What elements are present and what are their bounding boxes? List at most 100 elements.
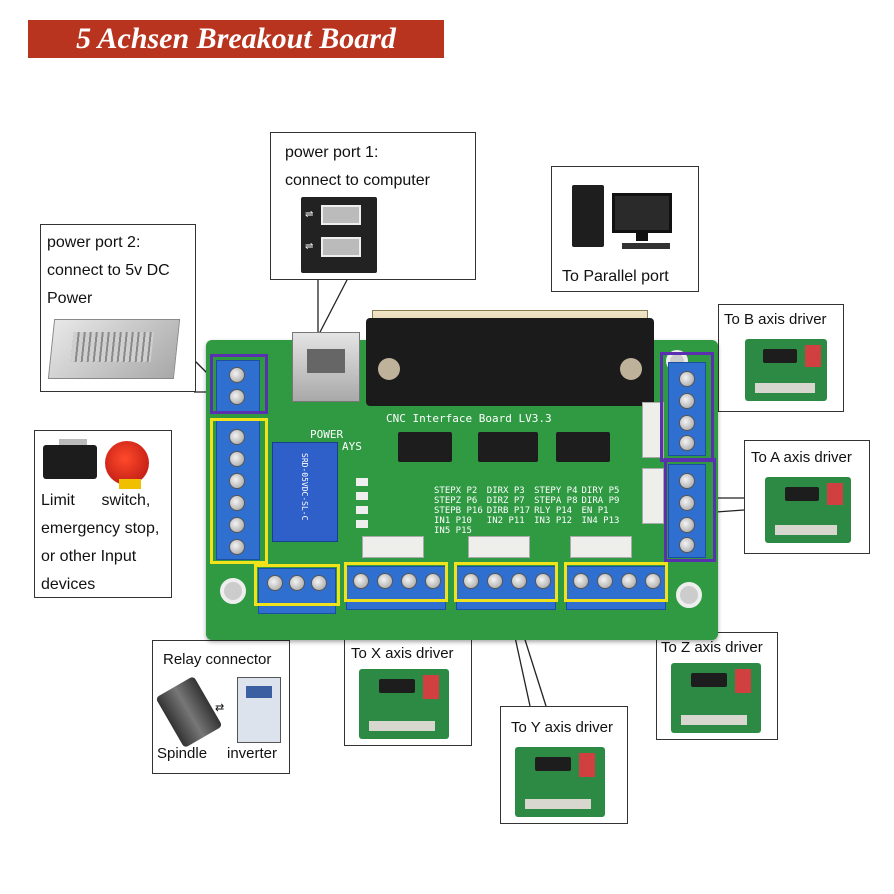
highlight-relay-terminal: [254, 564, 340, 606]
led-icon: [356, 478, 368, 486]
title-banner: 5 Achsen Breakout Board: [28, 20, 444, 58]
input-terminal-block: [216, 420, 260, 560]
usb-port-icon: [321, 237, 361, 257]
jst-connector: [642, 402, 664, 458]
spindle-label: Spindle: [157, 745, 208, 762]
jst-connector: [570, 536, 632, 558]
callout-power-port-2: power port 2: connect to 5v DC Power: [40, 224, 196, 392]
monitor-icon: [612, 193, 672, 233]
highlight-b-axis: [660, 352, 714, 462]
x-axis-label: To X axis driver: [351, 645, 454, 662]
relay: SRD-05VDC-SL-C: [272, 442, 338, 542]
callout-relay: Relay connector ⇄ Spindle inverter: [152, 640, 290, 774]
pin-label: STEPA P8: [534, 496, 578, 506]
page-title: 5 Achsen Breakout Board: [76, 22, 396, 55]
power-supply-image: [47, 319, 181, 379]
y-axis-label: To Y axis driver: [511, 719, 613, 736]
board-label: CNC Interface Board LV3.3: [386, 412, 552, 425]
usb-symbol-icon: ⇌: [305, 241, 314, 252]
power-port-2-line1: power port 2:: [47, 234, 141, 251]
pin-label: DIRY P5: [581, 486, 620, 496]
ic-chip: [398, 432, 452, 462]
a-axis-terminal-block: [668, 464, 706, 558]
power-port-2-line2: connect to 5v DC: [47, 262, 170, 279]
keyboard-icon: [622, 243, 670, 249]
x-axis-terminal-block: [346, 566, 446, 610]
pin-label: DIRZ P7: [486, 496, 525, 506]
callout-y-axis: To Y axis driver: [500, 706, 628, 824]
ic-chip: [478, 432, 538, 462]
callout-b-axis: To B axis driver: [718, 304, 844, 412]
pin-label: IN4 P13: [581, 516, 620, 526]
breakout-board: CNC Interface Board LV3.3 SRD-05VDC-SL-C…: [206, 310, 718, 640]
parallel-port-label: To Parallel port: [562, 268, 669, 285]
pin-label: EN P1: [581, 506, 609, 516]
jst-connector: [642, 468, 664, 524]
driver-board-image: [765, 477, 851, 543]
limit-switch-line4: devices: [41, 576, 96, 593]
led-icon: [356, 492, 368, 500]
ic-chip: [556, 432, 610, 462]
callout-z-axis: To Z axis driver: [656, 632, 778, 740]
pin-label: STEPZ P6: [434, 496, 478, 506]
highlight-z-axis: [564, 562, 668, 602]
mounting-hole: [676, 582, 702, 608]
power-label: POWER: [310, 428, 344, 441]
led-icon: [356, 506, 368, 514]
driver-board-image: [515, 747, 605, 817]
power-port-1-line2: connect to computer: [285, 172, 430, 189]
monitor-stand-icon: [636, 233, 648, 241]
limit-switch-icon: [43, 439, 97, 479]
callout-power-port-1: power port 1: connect to computer ⇌ ⇌: [270, 132, 476, 280]
pin-label: STEPB P16: [434, 506, 483, 516]
z-axis-label: To Z axis driver: [661, 639, 763, 656]
limit-switch-line1: Limit switch,: [41, 492, 151, 509]
usb-symbol-icon: ⇌: [305, 209, 314, 220]
wire-symbol-icon: ⇄: [215, 702, 225, 714]
db25-parallel-connector: [366, 318, 654, 406]
power-terminal-block: [216, 360, 260, 412]
highlight-y-axis: [454, 562, 558, 602]
highlight-power-terminal: [210, 354, 268, 414]
power-port-1-line1: power port 1:: [285, 144, 379, 161]
driver-board-image: [671, 663, 761, 733]
b-axis-terminal-block: [668, 362, 706, 456]
pin-label: IN3 P12: [534, 516, 573, 526]
emergency-stop-icon: [105, 441, 149, 489]
a-axis-label: To A axis driver: [751, 449, 852, 466]
callout-x-axis: To X axis driver: [344, 638, 472, 746]
pin-label: STEPX P2: [434, 486, 478, 496]
pin-label: DIRB P17: [486, 506, 531, 516]
callout-parallel-port: To Parallel port: [551, 166, 699, 292]
highlight-x-axis: [344, 562, 448, 602]
power-port-2-line3: Power: [47, 290, 93, 307]
driver-board-image: [745, 339, 827, 401]
inverter-icon: [237, 677, 281, 743]
jst-connector: [362, 536, 424, 558]
pin-label: IN1 P10: [434, 516, 472, 526]
limit-switch-line2: emergency stop,: [41, 520, 160, 537]
led-icon: [356, 520, 368, 528]
relay-text: SRD-05VDC-SL-C: [300, 453, 309, 521]
highlight-input-terminal: [210, 418, 268, 564]
spindle-icon: [155, 675, 223, 749]
highlight-a-axis: [664, 458, 716, 562]
connector-screw-icon: [378, 358, 400, 380]
pin-label: IN5 P15: [434, 526, 472, 536]
limit-switch-line3: or other Input: [41, 548, 137, 565]
usb-ports-image: ⇌ ⇌: [301, 197, 377, 273]
connector-screw-icon: [620, 358, 642, 380]
ays-label: AYS: [342, 440, 362, 453]
jst-connector: [468, 536, 530, 558]
b-axis-label: To B axis driver: [724, 311, 827, 328]
pin-label: DIRX P3: [486, 486, 525, 496]
usb-port-icon: [321, 205, 361, 225]
vent-grille-icon: [70, 332, 154, 362]
callout-a-axis: To A axis driver: [744, 440, 870, 554]
relay-label: Relay connector: [163, 651, 272, 668]
pin-label: IN2 P11: [486, 516, 525, 526]
usb-power-port: [292, 332, 360, 402]
mounting-hole: [220, 578, 246, 604]
relay-terminal-block: [258, 568, 336, 614]
z-axis-terminal-block: [566, 566, 666, 610]
